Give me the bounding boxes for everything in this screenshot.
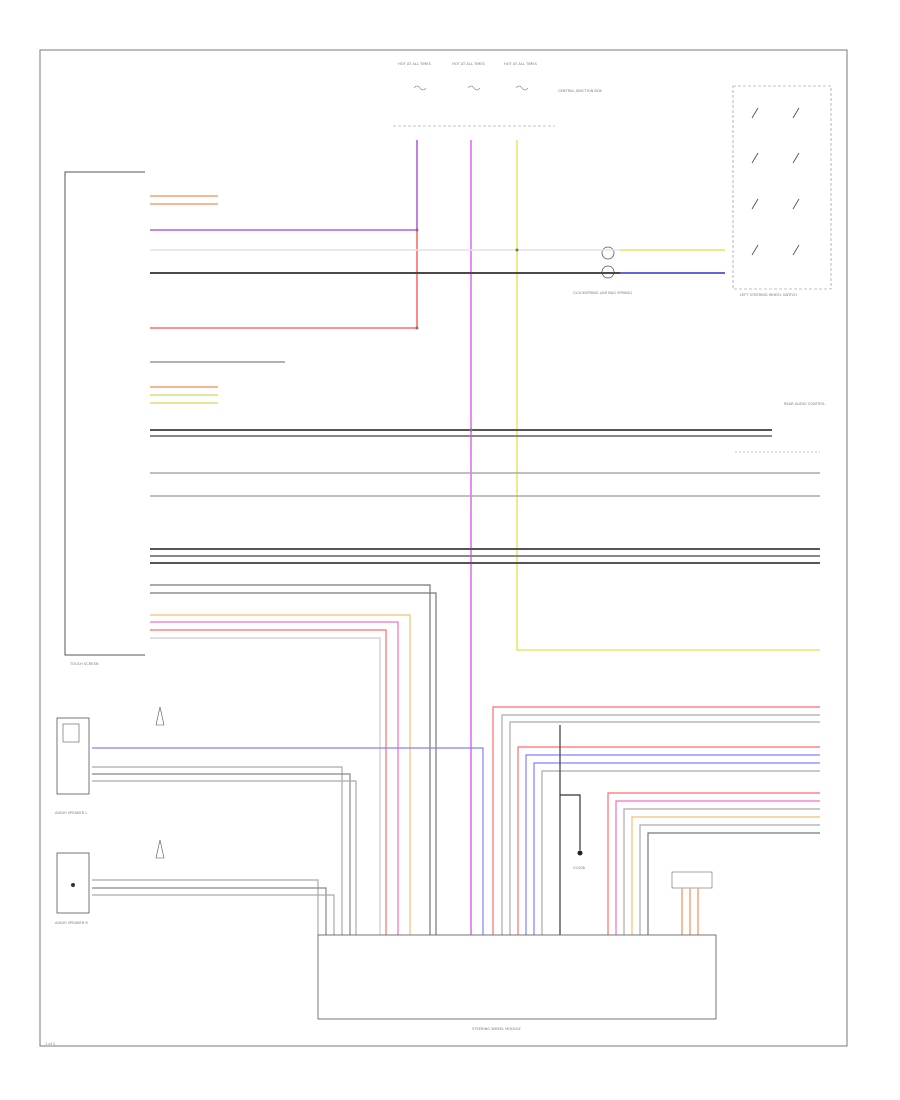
speaker-right: AUDIO SPEAKER R [55,839,165,925]
diagram-frame [39,49,848,1047]
splice-markers [415,228,519,432]
svg-text:AUDIO SPEAKER L: AUDIO SPEAKER L [55,811,87,815]
svg-text:HOT AT ALL TIMES: HOT AT ALL TIMES [398,62,432,66]
svg-text:CLOCKSPRING (AIR BAG SPRING): CLOCKSPRING (AIR BAG SPRING) [573,291,633,295]
page-number: 1 of 2 [45,1042,55,1046]
svg-text:LEFT STEERING WHEEL SWITCH: LEFT STEERING WHEEL SWITCH [740,293,797,297]
speaker-wires [92,747,484,935]
touch-screen-wires [150,195,820,564]
right-steering-wheel-switch: LEFT STEERING WHEEL SWITCH [732,85,832,297]
svg-text:REAR AUDIO CONTROL: REAR AUDIO CONTROL [784,402,825,406]
svg-text:G1008: G1008 [573,866,586,870]
speaker-left: AUDIO SPEAKER L [55,706,165,815]
touch-screen-module: TOUCH SCREEN [64,171,145,666]
clockspring: CLOCKSPRING (AIR BAG SPRING) [573,246,633,295]
fuse-feed-wires [150,140,820,935]
ground-symbol: G1008 [573,850,586,870]
fuse-box-header: HOT AT ALL TIMES HOT AT ALL TIMES HOT AT… [393,62,602,127]
touch-screen-downleads [150,584,437,935]
connector-plug [671,871,713,935]
rear-audio-control-label: REAR AUDIO CONTROL [735,402,825,453]
svg-text:STEERING WHEEL MODULE: STEERING WHEEL MODULE [472,1027,521,1031]
touch-screen-label: TOUCH SCREEN [69,662,99,666]
svg-text:HOT AT ALL TIMES: HOT AT ALL TIMES [452,62,486,66]
steering-wheel-module: STEERING WHEEL MODULE [317,934,717,1031]
svg-text:CENTRAL JUNCTION BOX: CENTRAL JUNCTION BOX [558,89,602,93]
svg-text:HOT AT ALL TIMES: HOT AT ALL TIMES [504,62,538,66]
rear-audio-wires [492,706,820,935]
svg-text:AUDIO SPEAKER R: AUDIO SPEAKER R [55,921,88,925]
